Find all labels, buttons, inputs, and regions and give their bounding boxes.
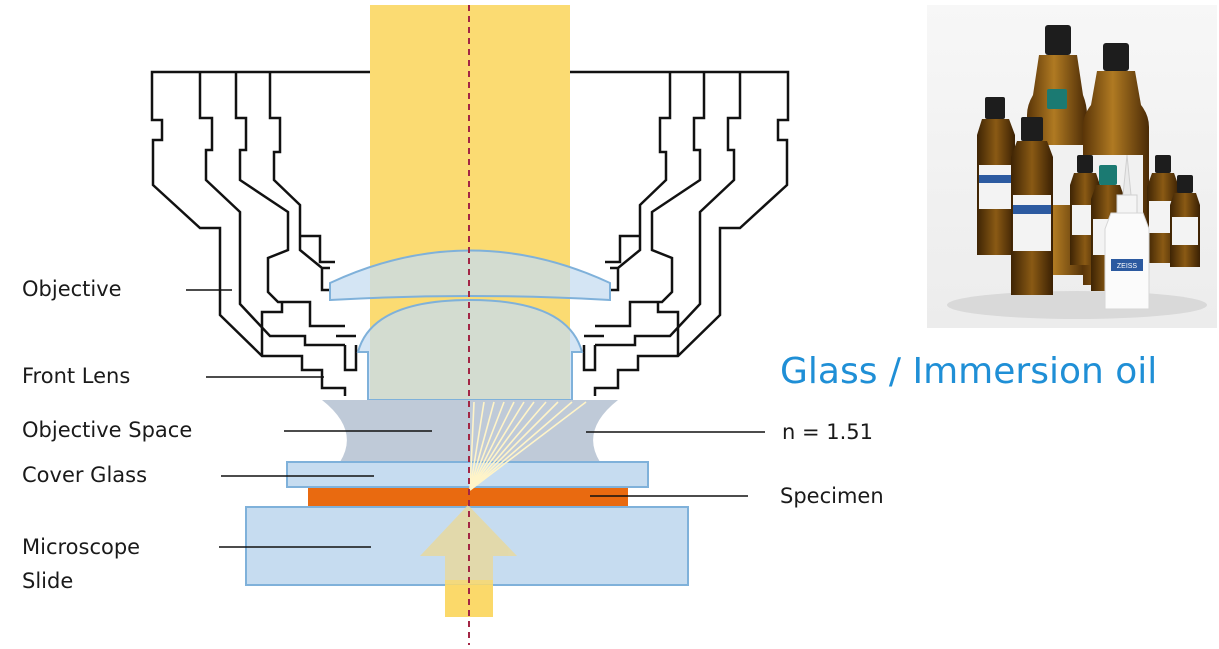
small-bottle-4: [1170, 175, 1200, 267]
leader-lines: [186, 289, 765, 548]
specimen: [308, 488, 628, 507]
label-cover-glass: Cover Glass: [22, 463, 148, 487]
label-front-lens: Front Lens: [22, 364, 131, 388]
cover-glass: [286, 461, 649, 488]
label-objective-space: Objective Space: [22, 418, 193, 442]
upper-lens: [329, 249, 611, 302]
label-refractive-index: n = 1.51: [782, 420, 874, 444]
immersion-oil-bottles-photo: ZEISS: [927, 5, 1217, 328]
teal-cap-bottle: [1047, 89, 1067, 109]
brand-label-text: ZEISS: [1117, 263, 1138, 270]
medium-heading: Glass / Immersion oil: [780, 351, 1158, 392]
objective-housing: [150, 70, 790, 396]
medium-bottle-left: [977, 97, 1015, 255]
label-objective: Objective: [22, 277, 122, 301]
label-microscope-slide-line2: Slide: [22, 569, 74, 594]
light-rays: [469, 401, 587, 491]
bottles-illustration: ZEISS: [947, 25, 1207, 319]
label-microscope-slide: Microscope Slide: [22, 533, 140, 596]
label-microscope-slide-line1: Microscope: [22, 535, 141, 559]
label-specimen: Specimen: [780, 484, 884, 508]
dropper-bottle: ZEISS: [1104, 154, 1150, 310]
medium-bottle-center: [1011, 117, 1053, 295]
